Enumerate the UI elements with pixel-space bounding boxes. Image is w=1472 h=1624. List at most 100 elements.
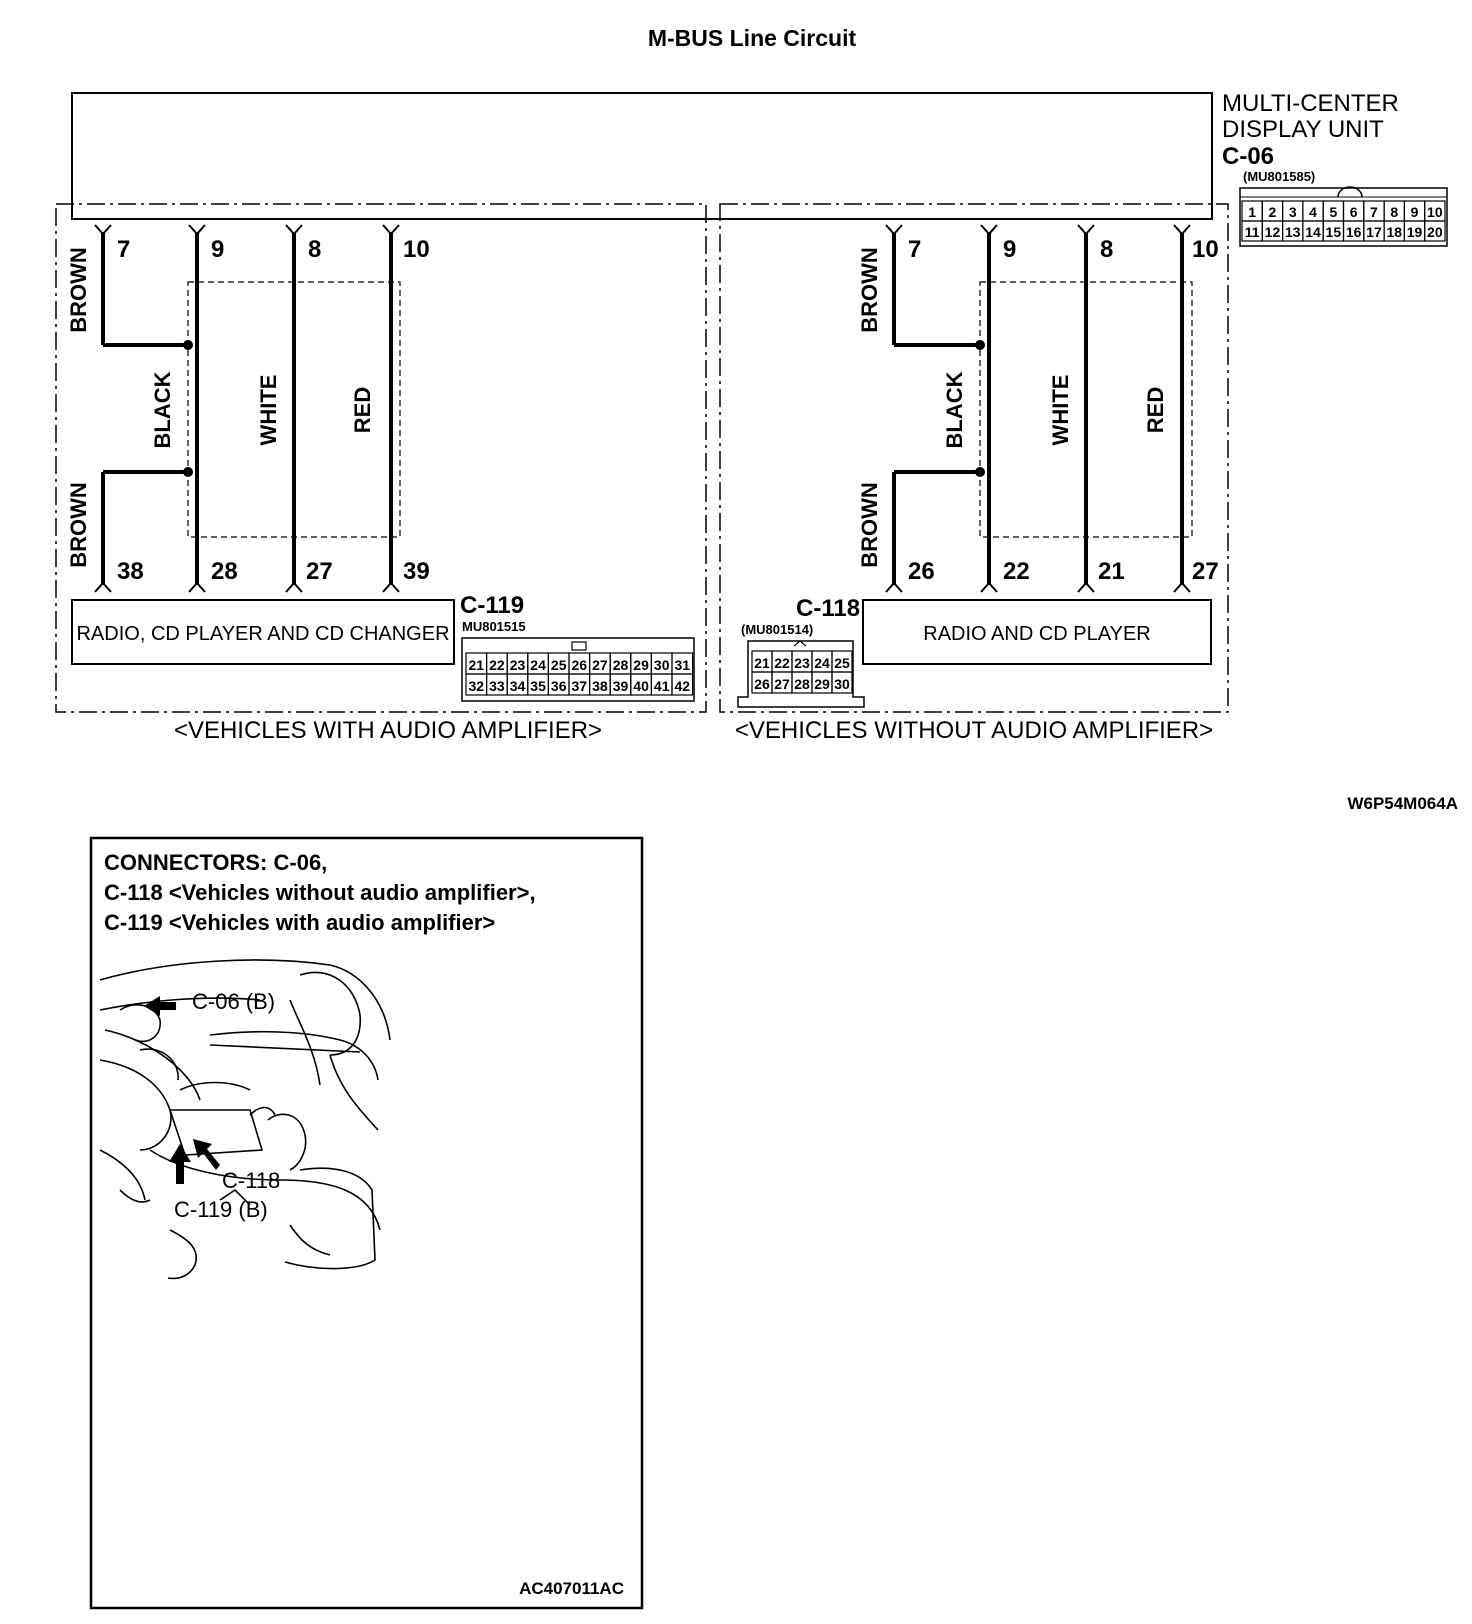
with-amp-wire-brown-bottom: BROWN [66, 482, 91, 568]
c118-pin-21: 21 [754, 655, 770, 671]
c119-pin-27: 27 [592, 657, 608, 673]
c06-pin-19: 19 [1407, 224, 1423, 240]
without-amp-frame [719, 203, 1229, 713]
locator-label-c119: C-119 (B) [174, 1197, 268, 1222]
c119-pin-31: 31 [675, 657, 691, 673]
c118-pin-26: 26 [754, 676, 770, 692]
c06-pin-17: 17 [1366, 224, 1382, 240]
with-amp-wire-black: BLACK [150, 371, 175, 448]
c06-pin-16: 16 [1346, 224, 1362, 240]
c06-pin-2: 2 [1269, 204, 1277, 220]
c06-pin-14: 14 [1305, 224, 1321, 240]
display-unit-connector: C-06 [1222, 143, 1274, 170]
c119-pin-37: 37 [572, 678, 588, 694]
c06-pin-9: 9 [1411, 204, 1419, 220]
with-amp-wire-white: WHITE [256, 375, 281, 446]
with-amp-circuit [94, 224, 401, 593]
c118-cell [831, 671, 853, 694]
with-amp-bottom-pin-4: 39 [403, 558, 430, 585]
c06-pin-18: 18 [1386, 224, 1402, 240]
c06-pin-20: 20 [1427, 224, 1443, 240]
c119-pin-28: 28 [613, 657, 629, 673]
c06-pin-6: 6 [1350, 204, 1358, 220]
without-amp-bottom-pin-3: 21 [1098, 558, 1125, 585]
c06-pin-11: 11 [1245, 224, 1260, 240]
without-amp-wire-brown-bottom: BROWN [857, 482, 882, 568]
c119-pin-22: 22 [489, 657, 505, 673]
c06-pin-5: 5 [1329, 204, 1337, 220]
without-amp-wire-white: WHITE [1048, 375, 1073, 446]
c119-pin-34: 34 [510, 678, 526, 694]
c118-pin-30: 30 [834, 676, 850, 692]
c119-pin-23: 23 [510, 657, 526, 673]
without-amp-bottom-pin-1: 26 [908, 558, 935, 585]
c119-pin-24: 24 [530, 657, 546, 673]
c119-pin-38: 38 [592, 678, 608, 694]
c119-pin-30: 30 [654, 657, 670, 673]
with-amp-top-pin-1: 7 [117, 236, 130, 263]
c119-pin-42: 42 [675, 678, 691, 694]
c119-pin-33: 33 [489, 678, 505, 694]
c118-label: C-118 [796, 595, 860, 622]
diagram-title: M-BUS Line Circuit [648, 25, 857, 51]
locator-code: AC407011AC [519, 1579, 624, 1598]
c118-pin-23: 23 [794, 655, 810, 671]
c119-pin-26: 26 [572, 657, 588, 673]
c06-pin-3: 3 [1289, 204, 1297, 220]
without-amp-wire-brown-top: BROWN [857, 247, 882, 333]
without-amp-bottom-pin-2: 22 [1003, 558, 1030, 585]
c119-pin-32: 32 [469, 678, 485, 694]
c06-pin-7: 7 [1370, 204, 1378, 220]
without-amp-top-pin-3: 8 [1100, 236, 1113, 263]
c119-part-no: MU801515 [462, 619, 526, 634]
c06-arrow-icon [144, 996, 176, 1016]
c118-arrow-icon [193, 1139, 220, 1170]
c119-pin-41: 41 [654, 678, 670, 694]
c119-pin-29: 29 [633, 657, 649, 673]
c119-label: C-119 [460, 592, 524, 619]
without-amp-caption: <VEHICLES WITHOUT AUDIO AMPLIFIER> [735, 717, 1213, 744]
c119-pin-21: 21 [469, 657, 485, 673]
display-unit-part-no: (MU801585) [1243, 169, 1315, 184]
c06-pin-8: 8 [1390, 204, 1398, 220]
with-amp-wire-brown-top: BROWN [66, 247, 91, 333]
c06-pin-1: 1 [1248, 204, 1256, 220]
dashboard-illustration [99, 959, 391, 1280]
c118-pin-29: 29 [814, 676, 830, 692]
c119-pin-35: 35 [530, 678, 546, 694]
without-amp-circuit [885, 224, 1193, 593]
diagram-code: W6P54M064A [1347, 794, 1458, 813]
with-amp-top-pin-4: 10 [403, 236, 430, 263]
c118-pin-22: 22 [774, 655, 790, 671]
without-amp-unit-box [862, 599, 1212, 665]
display-unit-name-2: DISPLAY UNIT [1222, 116, 1384, 143]
c118-pin-28: 28 [794, 676, 810, 692]
c118-pin-24: 24 [814, 655, 830, 671]
without-amp-unit-label: RADIO AND CD PLAYER [923, 623, 1150, 645]
c06-pin-12: 12 [1265, 224, 1281, 240]
with-amp-bottom-pin-1: 38 [117, 558, 144, 585]
without-amp-top-pin-1: 7 [908, 236, 921, 263]
with-amp-wire-red: RED [350, 387, 375, 433]
with-amp-unit-box [71, 599, 455, 665]
c118-part-no: (MU801514) [741, 622, 813, 637]
c06-pin-13: 13 [1285, 224, 1301, 240]
without-amp-wire-red: RED [1143, 387, 1168, 433]
locator-label-c118: C-118 [222, 1168, 280, 1193]
c119-pin-25: 25 [551, 657, 567, 673]
with-amp-frame [55, 203, 707, 713]
locator-box [89, 836, 644, 1610]
c06-pin-10: 10 [1427, 204, 1443, 220]
without-amp-top-pin-2: 9 [1003, 236, 1016, 263]
with-amp-bottom-pin-2: 28 [211, 558, 238, 585]
with-amp-top-pin-3: 8 [308, 236, 321, 263]
without-amp-top-pin-4: 10 [1192, 236, 1219, 263]
c118-pin-25: 25 [834, 655, 850, 671]
c119-pin-39: 39 [613, 678, 629, 694]
c118-pin-27: 27 [774, 676, 790, 692]
locator-header-2: C-118 <Vehicles without audio amplifier>… [104, 880, 536, 905]
